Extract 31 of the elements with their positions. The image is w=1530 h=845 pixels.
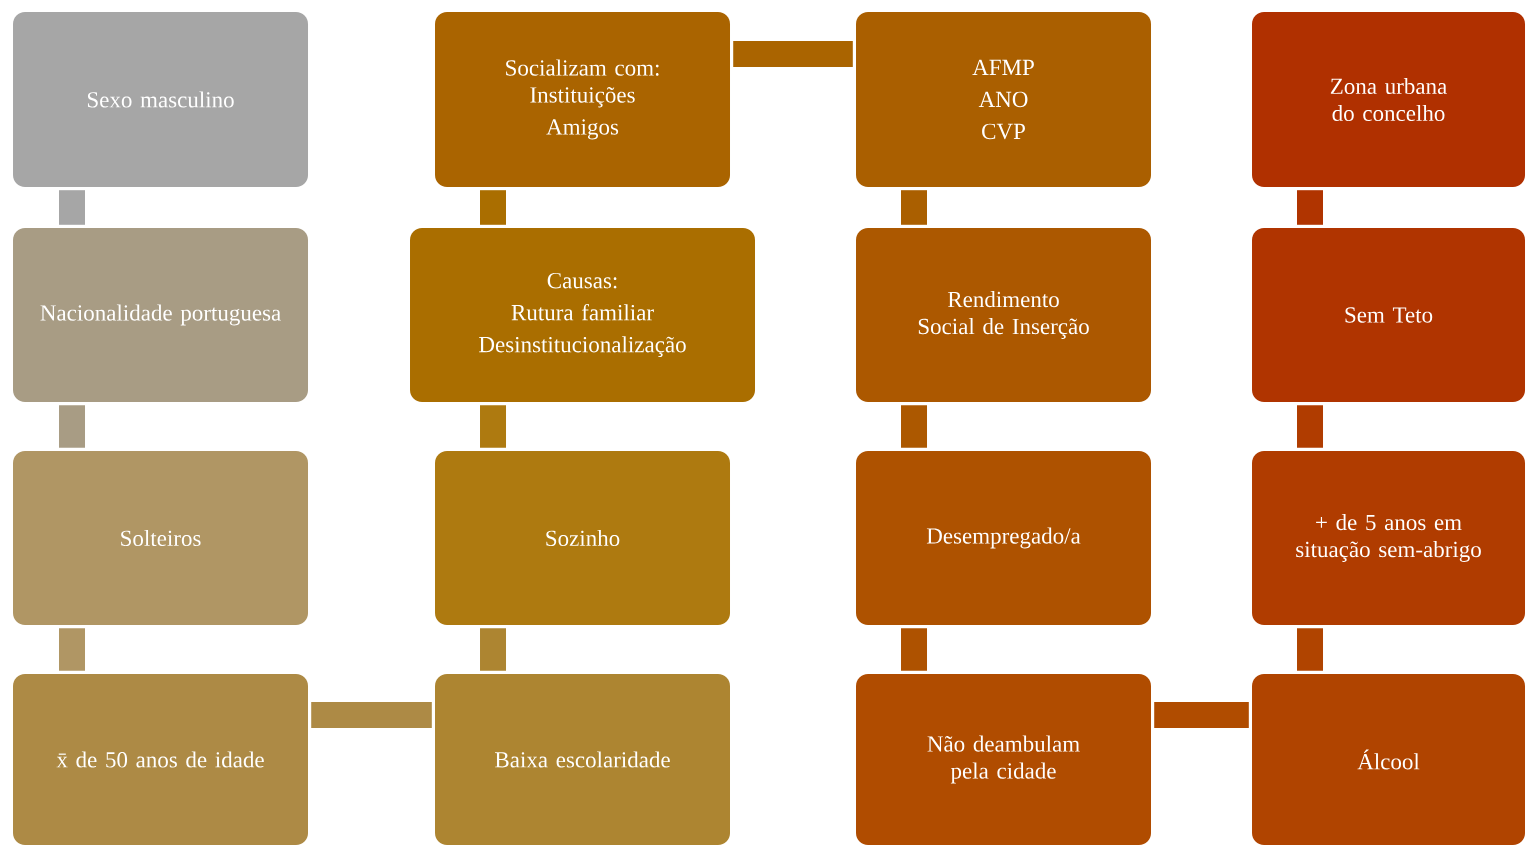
process-box: Baixa escolaridade [435,674,730,845]
connector-bar [311,702,432,728]
process-box: AFMP ANO CVP [856,12,1151,187]
connector-bar [480,628,506,671]
process-box: Rendimento Social de Inserção [856,228,1151,402]
connector-bar [59,405,85,448]
process-box: Desempregado/a [856,451,1151,625]
process-box: Sem Teto [1252,228,1525,402]
connector-bar [480,190,506,225]
process-box: Nacionalidade portuguesa [13,228,308,402]
connector-bar [1154,702,1249,728]
process-box: Causas: Rutura familiar Desinstitucionalização [410,228,755,402]
connector-bar [1297,190,1323,225]
connector-bar [59,190,85,225]
connector-bar [901,190,927,225]
connector-bar [901,405,927,448]
connector-bar [733,41,853,67]
process-box: Sozinho [435,451,730,625]
process-box: Solteiros [13,451,308,625]
process-box: Socializam com: Instituições Amigos [435,12,730,187]
connector-bar [1297,405,1323,448]
process-box: Não deambulam pela cidade [856,674,1151,845]
connector-bar [1297,628,1323,671]
process-box: Álcool [1252,674,1525,845]
connector-bar [480,405,506,448]
process-box: Sexo masculino [13,12,308,187]
process-box: Zona urbana do concelho [1252,12,1525,187]
process-box: + de 5 anos em situação sem-abrigo [1252,451,1525,625]
process-box: x̄ de 50 anos de idade [13,674,308,845]
connector-bar [901,628,927,671]
connector-bar [59,628,85,671]
